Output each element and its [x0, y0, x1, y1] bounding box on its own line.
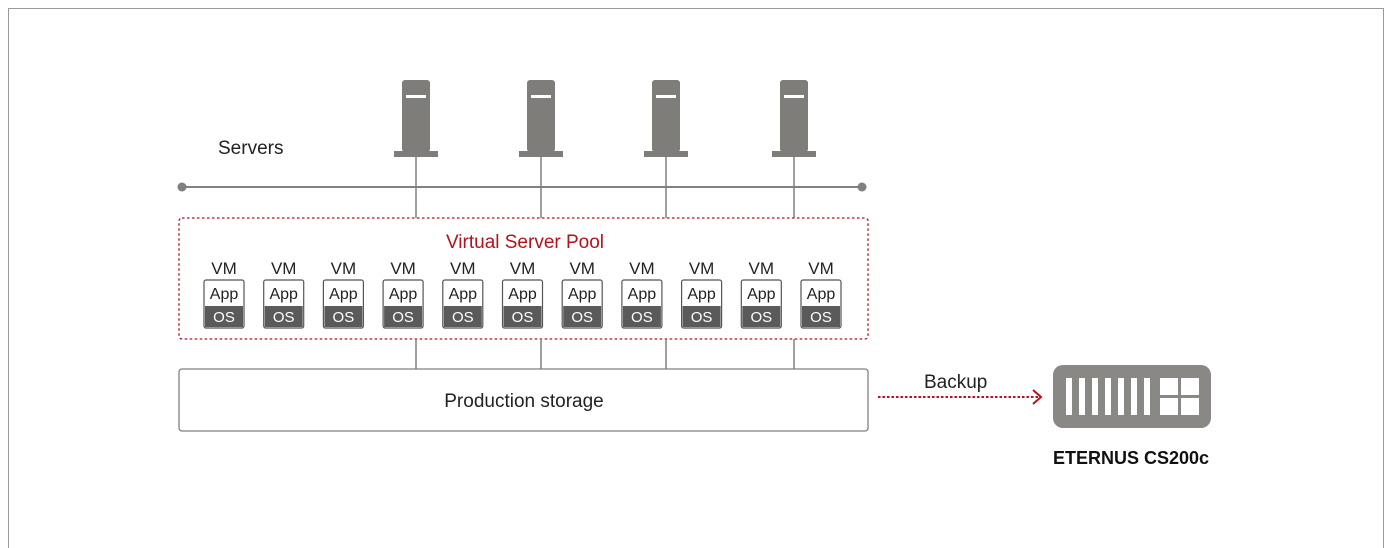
vm-os-band	[205, 306, 243, 327]
server-towers	[394, 80, 816, 218]
virtual-server-pool-title: Virtual Server Pool	[446, 232, 604, 253]
vm-os-band	[503, 306, 542, 327]
vm-os-band	[443, 306, 482, 327]
vm-os-band	[622, 306, 661, 327]
network-bus-end-right	[857, 182, 867, 192]
vm-label: VM	[808, 259, 834, 278]
vm-label: VM	[629, 259, 655, 278]
vm-os-label: OS	[213, 309, 235, 326]
vm-os-label: OS	[810, 309, 832, 326]
vm-os-label: OS	[392, 309, 414, 326]
vm-label: VM	[271, 259, 297, 278]
eternus-appliance-icon	[1053, 365, 1211, 428]
vm-app-label: App	[568, 286, 597, 303]
servers-label: Servers	[218, 138, 283, 159]
vm-os-label: OS	[512, 309, 534, 326]
vm-app-label: App	[687, 286, 716, 303]
vm-os-label: OS	[333, 309, 355, 326]
vm-app-label: App	[210, 286, 239, 303]
vm-label: VM	[569, 259, 595, 278]
vm-app-label: App	[747, 286, 776, 303]
vm-label: VM	[331, 259, 357, 278]
production-storage-label: Production storage	[444, 391, 604, 412]
vm-os-band	[802, 306, 840, 327]
server-tower-icon	[519, 80, 563, 157]
vm-app-label: App	[508, 286, 537, 303]
vm-os-label: OS	[691, 309, 713, 326]
backup-label: Backup	[924, 372, 987, 393]
vm-label: VM	[211, 259, 237, 278]
vm-os-label: OS	[571, 309, 593, 326]
vm-os-band	[563, 306, 602, 327]
vm-os-band	[742, 306, 781, 327]
vm-os-label: OS	[631, 309, 653, 326]
vm-app-label: App	[807, 286, 836, 303]
vm-os-band	[682, 306, 721, 327]
vm-os-label: OS	[452, 309, 474, 326]
vm-app-label: App	[628, 286, 657, 303]
production-storage-box	[178, 368, 869, 432]
diagram-frame	[8, 8, 1384, 548]
vm-app-label: App	[329, 286, 358, 303]
vm-os-band	[264, 306, 303, 327]
virtual-server-pool-box	[178, 217, 869, 340]
vm-label: VM	[749, 259, 775, 278]
backup-arrow-head	[1032, 389, 1043, 405]
vm-app-label: App	[389, 286, 418, 303]
vm-label: VM	[390, 259, 416, 278]
pool-storage-connectors	[415, 339, 795, 369]
vm-os-band	[384, 306, 423, 327]
server-tower-icon	[644, 80, 688, 157]
vm-app-label: App	[449, 286, 478, 303]
server-tower-icon	[772, 80, 816, 157]
vm-os-band	[324, 306, 363, 327]
eternus-product-label: ETERNUS CS200c	[1053, 448, 1209, 468]
vm-label: VM	[510, 259, 536, 278]
vm-app-label: App	[269, 286, 298, 303]
network-bus-end-left	[177, 182, 187, 192]
vm-os-label: OS	[273, 309, 295, 326]
vm-label: VM	[450, 259, 476, 278]
vm-label: VM	[689, 259, 715, 278]
server-tower-icon	[394, 80, 438, 157]
vm-os-label: OS	[750, 309, 772, 326]
